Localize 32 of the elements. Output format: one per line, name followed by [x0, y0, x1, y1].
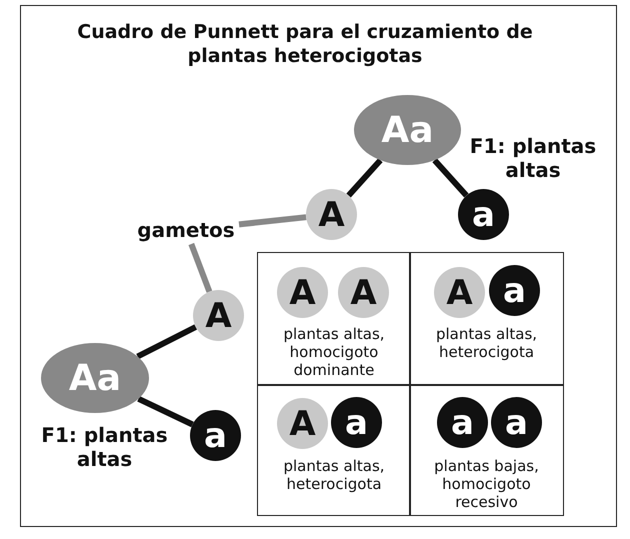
connector-line	[188, 242, 212, 293]
genotype-ellipse: Aa	[354, 95, 461, 165]
allele-circle: a	[489, 265, 540, 316]
allele-circle: A	[434, 267, 485, 318]
cell-text: plantas altas, heterocigota	[282, 457, 386, 493]
allele-circle: a	[437, 397, 488, 448]
punnett-cell	[257, 252, 411, 386]
punnett-cell	[409, 384, 564, 516]
gamete-circle: a	[458, 189, 509, 240]
allele-circle: A	[277, 267, 328, 318]
caption-text: F1: plantas altas	[40, 423, 169, 471]
connector-line	[238, 214, 306, 228]
gamete-circle: A	[306, 189, 357, 240]
allele-circle: A	[338, 267, 389, 318]
diagram-title: Cuadro de Punnett para el cruzamiento de plantas heterocigotas	[76, 20, 534, 68]
allele-circle: A	[277, 398, 328, 449]
punnett-cell	[257, 384, 411, 516]
allele-circle: a	[491, 397, 542, 448]
gamete-circle: A	[193, 290, 244, 341]
gametes-label: gametos	[133, 216, 239, 244]
connector-line	[432, 158, 469, 198]
cell-text: plantas altas, heterocigota	[434, 325, 538, 361]
punnett-cell	[409, 252, 564, 386]
allele-circle: a	[331, 397, 382, 448]
cell-text: plantas bajas, homocigoto recesivo	[433, 457, 540, 511]
connector-line	[137, 396, 194, 428]
gamete-circle: a	[190, 410, 241, 461]
connector-line	[346, 158, 383, 198]
caption-text: F1: plantas altas	[468, 134, 598, 182]
genotype-ellipse: Aa	[41, 343, 149, 413]
connector-line	[136, 324, 198, 360]
cell-text: plantas altas, homocigoto dominante	[282, 325, 386, 379]
